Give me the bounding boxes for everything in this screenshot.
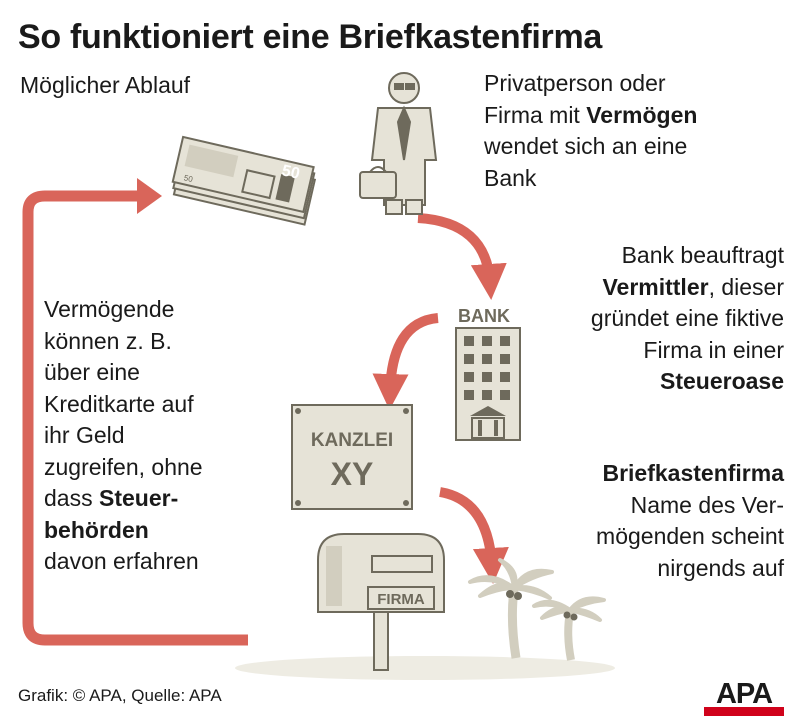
kanzlei-label: KANZLEI: [311, 430, 393, 451]
return-loop-arrowhead: [137, 178, 162, 214]
step-bank-line: Vermittler, dieser: [602, 273, 784, 300]
step-firma-line: Briefkastenfirma: [500, 458, 784, 490]
palm-tree-icon: [468, 558, 554, 659]
page-title: So funktioniert eine Briefkastenfirma: [18, 18, 603, 56]
ground-shadow: [235, 656, 615, 680]
bank-sign: BANK: [458, 306, 510, 326]
step-firma-line: nirgends auf: [657, 554, 784, 581]
kanzlei-xy-label: XY: [331, 456, 374, 492]
step-bank-line: gründet eine fiktive: [590, 305, 784, 331]
step-bank-line: Bank beauftragt: [621, 242, 784, 268]
step-vermoegende-line: ihr Geld: [44, 422, 125, 448]
step-vermoegende-line: Vermögende: [44, 296, 175, 322]
step-vermoegende-line: dass Steuer-: [44, 485, 179, 511]
step-vermoegende-line: Kreditkarte auf: [44, 390, 194, 417]
step-firma-line: Name des Ver-: [630, 491, 784, 518]
step-vermoegende-line: behörden: [44, 515, 274, 547]
arrow-bank-to-kanzlei: [372, 313, 439, 410]
apa-logo: APA: [704, 678, 784, 716]
money-stack-icon: 50 50: [171, 135, 317, 226]
step-vermoegende-line: zugreifen, ohne: [44, 453, 203, 480]
arrow-person-to-bank: [417, 213, 507, 300]
step-firma-line: mögenden scheint: [596, 523, 784, 549]
step-bank-line: Firma in einer: [643, 336, 784, 363]
step-person-text: Privatperson oder Firma mit Vermögen wen…: [484, 68, 784, 194]
apa-logo-text: APA: [716, 678, 773, 710]
page-subtitle: Möglicher Ablauf: [20, 72, 191, 98]
keyword-steuerbehoerden: Steuer-: [98, 485, 179, 511]
bank-building-icon: BANK: [455, 306, 521, 441]
keyword-vermittler: Vermittler: [602, 273, 709, 300]
step-vermoegende-line: können z. B.: [44, 327, 172, 354]
step-person-line: Firma mit Vermögen: [484, 101, 698, 128]
money-value-small: 50: [183, 173, 194, 184]
step-person-line: Bank: [484, 164, 537, 191]
keyword-vermoegen: Vermögen: [586, 101, 698, 128]
step-bank-text: Bank beauftragt Vermittler, dieser gründ…: [470, 240, 784, 398]
person-icon: [359, 72, 438, 215]
source-credit: Grafik: © APA, Quelle: APA: [18, 686, 222, 705]
kanzlei-sign-icon: KANZLEI XY: [291, 404, 413, 510]
step-vermoegende-text: Vermögende können z. B. über eine Kredit…: [44, 294, 274, 578]
palm-tree-icon: [532, 596, 606, 661]
arrow-kanzlei-to-firma: [438, 487, 509, 584]
step-vermoegende-line: über eine: [44, 359, 140, 385]
keyword-briefkastenfirma: Briefkastenfirma: [602, 460, 784, 486]
money-value: 50: [280, 162, 301, 183]
step-bank-line: Steueroase: [470, 366, 784, 398]
step-vermoegende-line: davon erfahren: [44, 548, 199, 574]
keyword-steuerbehoerden-2: behörden: [44, 516, 149, 543]
firma-label: FIRMA: [377, 591, 425, 608]
step-person-line: wendet sich an eine: [484, 133, 688, 159]
keyword-steueroase: Steueroase: [659, 368, 784, 394]
return-loop-arrow: [22, 190, 248, 646]
step-person-line: Privatperson oder: [484, 70, 666, 96]
mailbox-icon: FIRMA: [317, 533, 445, 671]
step-firma-text: Briefkastenfirma Name des Ver- mögenden …: [500, 458, 784, 584]
